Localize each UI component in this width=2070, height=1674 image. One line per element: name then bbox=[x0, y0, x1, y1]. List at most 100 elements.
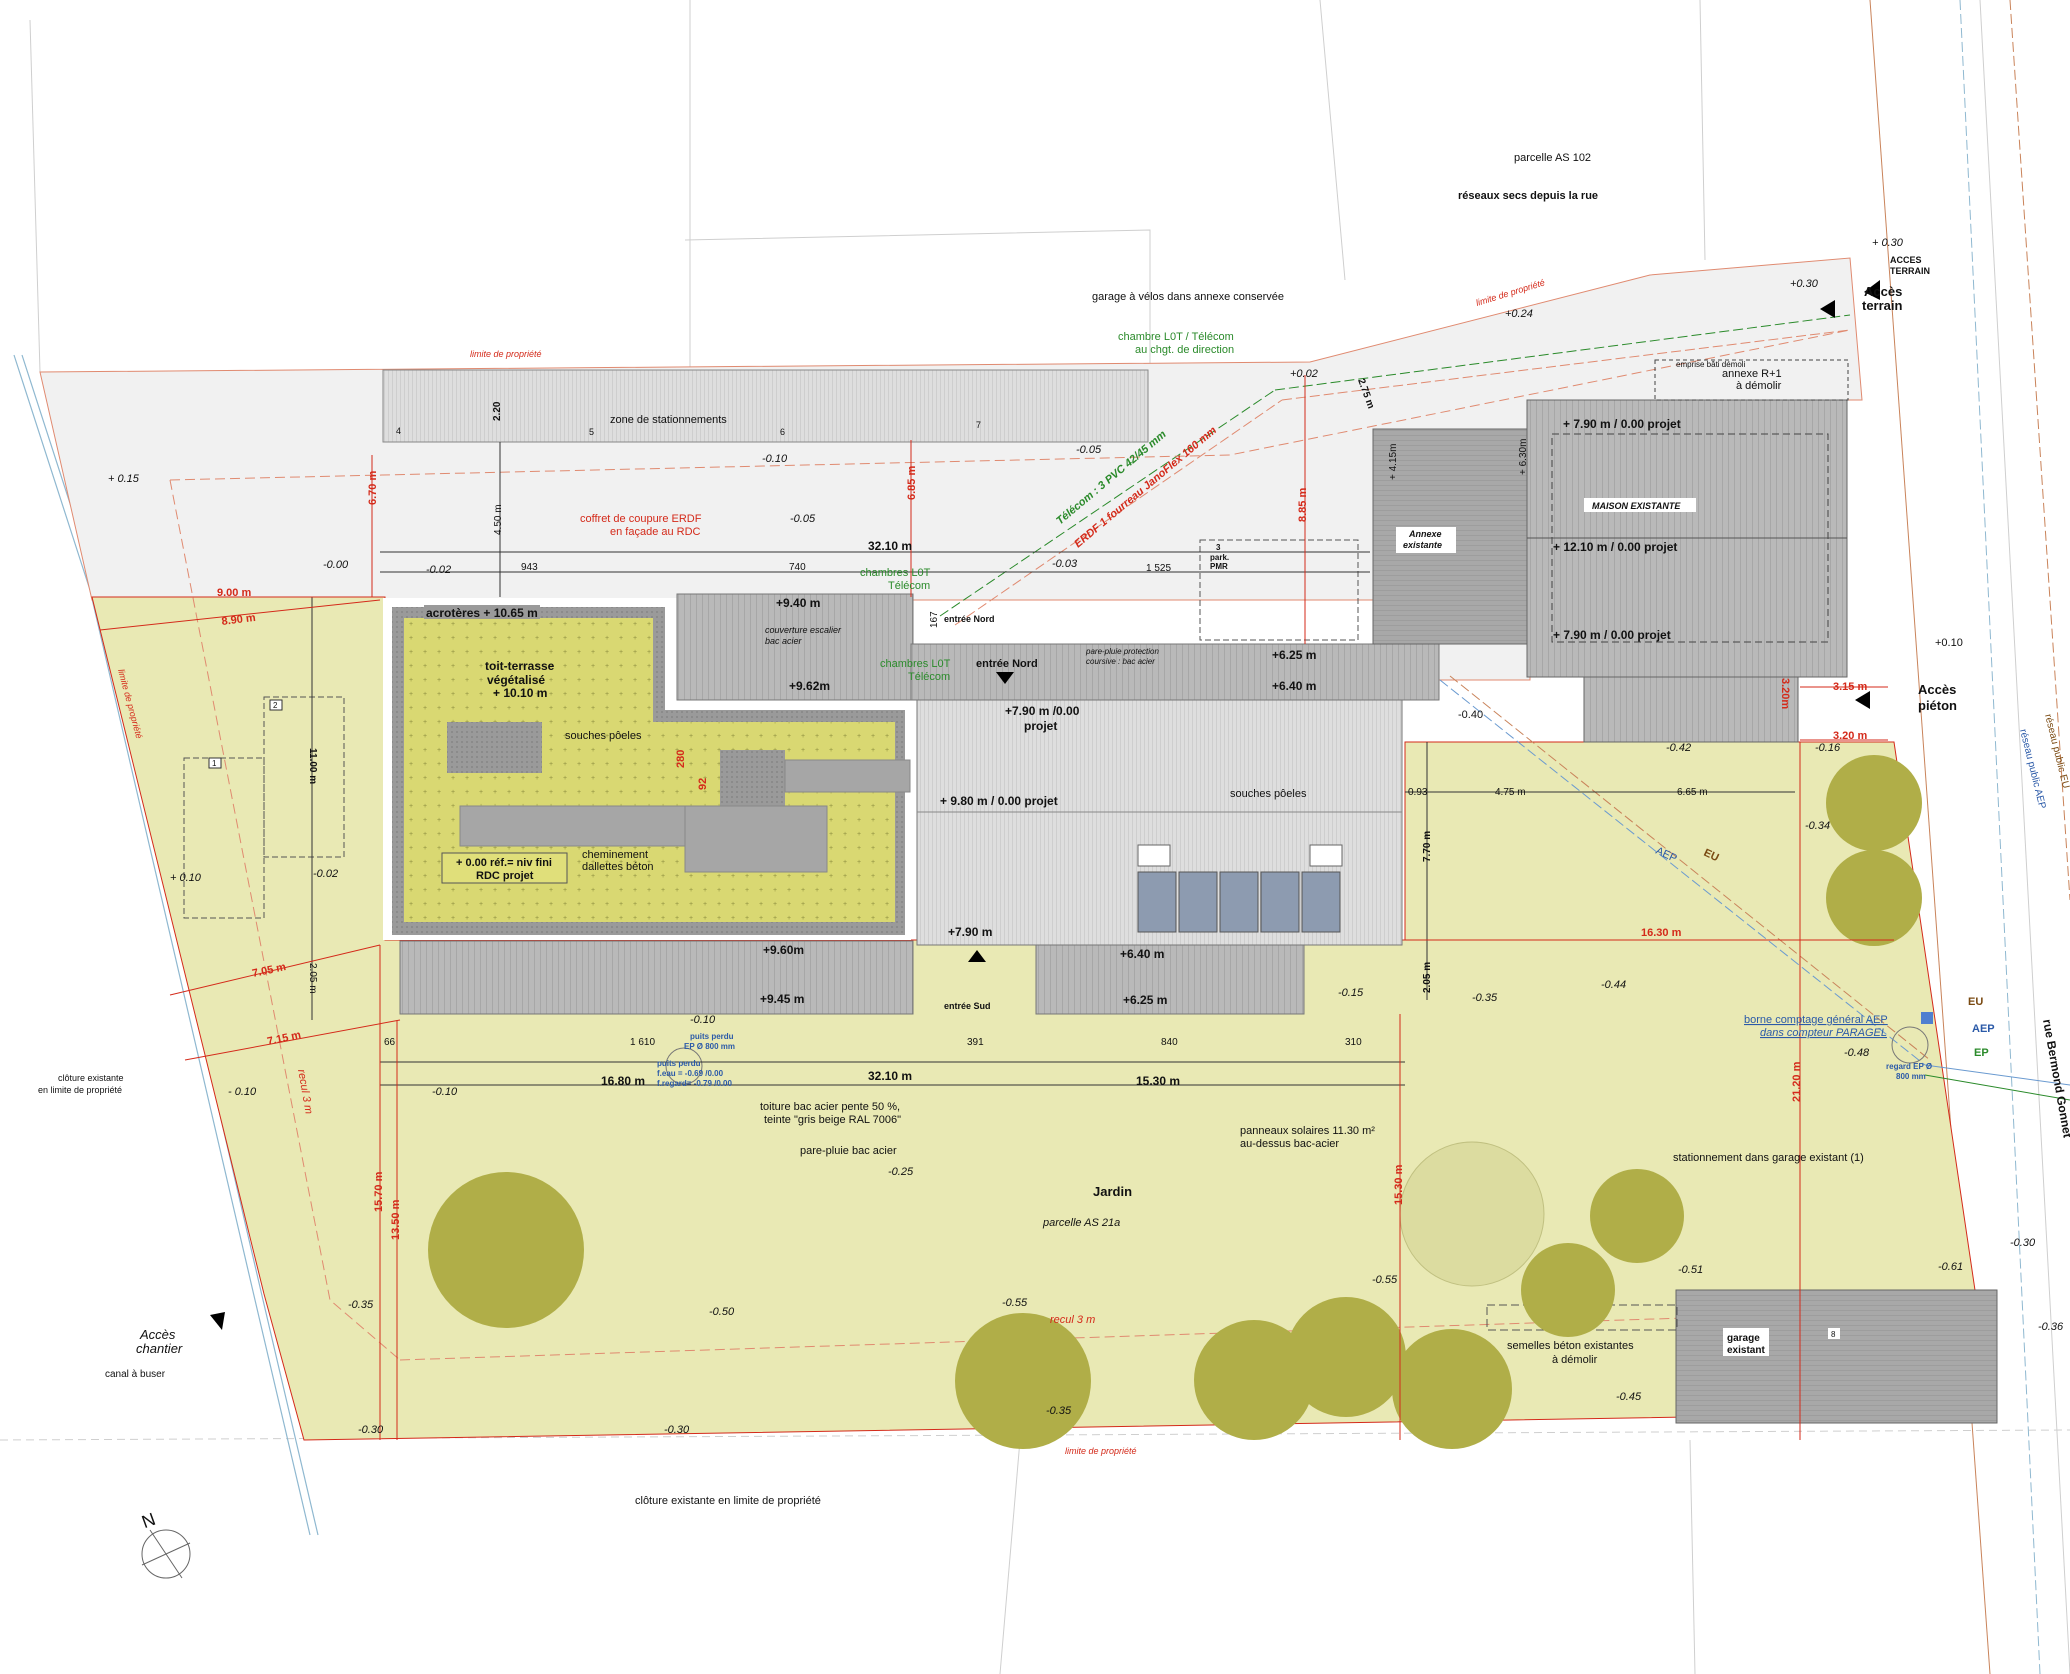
concrete-path-2 bbox=[684, 805, 828, 873]
spot-level: - 0.10 bbox=[228, 1086, 257, 1098]
spot-level: -0.44 bbox=[1601, 979, 1626, 991]
label-toit-terrasse: toit-terrasse bbox=[485, 659, 555, 673]
roof-levels: + 7.90 m / 0.00 projet + 12.10 m / 0.00 … bbox=[424, 417, 1681, 1007]
roof-level: +6.40 m bbox=[1272, 679, 1316, 693]
dimension: 4.50 m bbox=[493, 504, 504, 535]
spot-level: -0.02 bbox=[426, 564, 451, 576]
lot-number: 2 bbox=[273, 701, 278, 710]
label-toit-terrasse: végétalisé bbox=[487, 673, 545, 687]
parking-zone bbox=[382, 369, 1149, 443]
acces-terrain-arrow bbox=[1820, 300, 1835, 318]
dimension-red: 3.15 m bbox=[1833, 681, 1867, 693]
spot-level: -0.10 bbox=[690, 1014, 716, 1026]
tree bbox=[1826, 850, 1922, 946]
label-stationnement-garage: stationnement dans garage existant (1) bbox=[1673, 1152, 1864, 1164]
dimension: 840 bbox=[1161, 1037, 1178, 1048]
label-pmr: PMR bbox=[1210, 562, 1228, 571]
parking-number: 5 bbox=[589, 427, 594, 437]
label-reseau-eu: réseau public EU bbox=[2042, 713, 2070, 790]
label-souches-poeles: souches pôeles bbox=[1230, 788, 1307, 800]
acces-chantier-arrow bbox=[210, 1312, 225, 1330]
label-toit-terrasse: + 10.10 m bbox=[493, 686, 547, 700]
dimension-red: 16.30 m bbox=[1641, 927, 1682, 939]
label-pmr: park. bbox=[1210, 553, 1229, 562]
dimension: 2.05 m bbox=[1422, 962, 1433, 993]
dimension: 167 bbox=[929, 611, 940, 628]
label-garage-existant: garage bbox=[1727, 1333, 1760, 1344]
borne-aep bbox=[1921, 1012, 1933, 1024]
label-maison-existante: MAISON EXISTANTE bbox=[1592, 501, 1681, 511]
label-garage-number: 8 bbox=[1831, 1330, 1836, 1339]
dimension-red: 15.70 m bbox=[373, 1171, 385, 1212]
label-limite: limite de propriété bbox=[470, 349, 542, 359]
label-zone-stationnements: zone de stationnements bbox=[610, 414, 727, 426]
spot-level: -0.30 bbox=[358, 1424, 384, 1436]
spot-levels: + 0.30 +0.30 +0.24 +0.02 -0.10 -0.05 + 0… bbox=[108, 237, 2064, 1436]
label-canal: canal à buser bbox=[105, 1369, 166, 1380]
spot-level: -0.42 bbox=[1666, 742, 1691, 754]
tree bbox=[1392, 1329, 1512, 1449]
acces-pieton-arrow bbox=[1855, 691, 1870, 709]
dimension: 66 bbox=[384, 1037, 396, 1048]
dimension: 7.70 m bbox=[1422, 831, 1433, 862]
label-semelles: semelles béton existantes bbox=[1507, 1340, 1634, 1352]
dimension-red: 8.85 m bbox=[1297, 488, 1309, 522]
label-cloture: clôture existante bbox=[58, 1073, 124, 1083]
entree-nord-arrow bbox=[996, 672, 1014, 684]
label-garage-existant: existant bbox=[1727, 1345, 1765, 1356]
solar-panels bbox=[1137, 871, 1341, 933]
spot-level: -0.10 bbox=[762, 453, 788, 465]
demolished-annex-outline bbox=[1654, 359, 1849, 401]
spot-level: -0.34 bbox=[1805, 820, 1830, 832]
dimension-red: 3.20 m bbox=[1833, 730, 1867, 742]
dimension-red: 9.00 m bbox=[217, 587, 251, 599]
label-recul: recul 3 m bbox=[1050, 1314, 1095, 1326]
label-entree-sud: entrée Sud bbox=[944, 1001, 991, 1011]
label-eu-street: EU bbox=[1968, 996, 1983, 1008]
acces-terrain-arrow-2 bbox=[1864, 280, 1880, 300]
label-coffret-erdf: coffret de coupure ERDF bbox=[580, 513, 702, 525]
tree bbox=[1826, 755, 1922, 851]
label-acces-terrain-caps: TERRAIN bbox=[1890, 266, 1930, 276]
label-panneaux-solaires: au-dessus bac-acier bbox=[1240, 1138, 1339, 1150]
dimension: 4.75 m bbox=[1495, 787, 1526, 798]
dimension: 15.30 m bbox=[1136, 1074, 1180, 1088]
dimension: 943 bbox=[521, 562, 538, 573]
dimension: 310 bbox=[1345, 1037, 1362, 1048]
dimension-lines bbox=[311, 442, 1795, 1086]
label-pare-pluie-coursive: pare-pluie protection bbox=[1085, 647, 1159, 656]
label-puits-perdu: puits perdu bbox=[690, 1032, 734, 1041]
label-ref-level: + 0.00 réf.= niv fini bbox=[456, 857, 552, 869]
dimension-red: 13.50 m bbox=[390, 1199, 402, 1240]
spot-level: -0.30 bbox=[2010, 1237, 2036, 1249]
label-pare-pluie-coursive: coursive : bac acier bbox=[1086, 657, 1155, 666]
label-couverture-escalier: couverture escalier bbox=[765, 625, 842, 635]
label-acces-chantier: Accès bbox=[139, 1327, 176, 1342]
label-annexe-r1: annexe R+1 bbox=[1722, 368, 1782, 380]
dimension: 2.20 bbox=[492, 401, 503, 421]
roof-level: +9.62m bbox=[789, 679, 830, 693]
tree bbox=[1194, 1320, 1314, 1440]
dimensions: 2.20 4.50 m 32.10 m 943 740 1 525 2.75 m… bbox=[307, 377, 1708, 1088]
label-ep-street: EP bbox=[1974, 1047, 1989, 1059]
label-chambres-lot: Télécom bbox=[908, 671, 950, 683]
dimension: 1 610 bbox=[630, 1037, 655, 1048]
dimension-red: 3.20m bbox=[1779, 678, 1791, 709]
spot-level: + 0.30 bbox=[1872, 237, 1904, 249]
label-panneaux-solaires: panneaux solaires 11.30 m² bbox=[1240, 1125, 1375, 1137]
spot-level: -0.10 bbox=[432, 1086, 458, 1098]
dimension-red: 92 bbox=[697, 778, 709, 790]
label-acces-chantier: chantier bbox=[136, 1341, 183, 1356]
house-footprint-outline bbox=[1551, 433, 1829, 643]
label-jardin: Jardin bbox=[1093, 1184, 1132, 1199]
regard-ep bbox=[1891, 1026, 1929, 1064]
spot-level: -0.03 bbox=[1052, 558, 1078, 570]
label-chambre-lot: chambre L0T / Télécom bbox=[1118, 331, 1234, 343]
dimension: 740 bbox=[789, 562, 806, 573]
label-eu: EU bbox=[1702, 847, 1721, 864]
spot-level: -0.40 bbox=[1458, 709, 1483, 721]
dimension: 11.00 m bbox=[307, 748, 318, 784]
roof-level: +6.40 m bbox=[1120, 947, 1164, 961]
roof-level: + 9.80 m / 0.00 projet bbox=[940, 794, 1058, 808]
label-acces-pieton: piéton bbox=[1918, 698, 1957, 713]
